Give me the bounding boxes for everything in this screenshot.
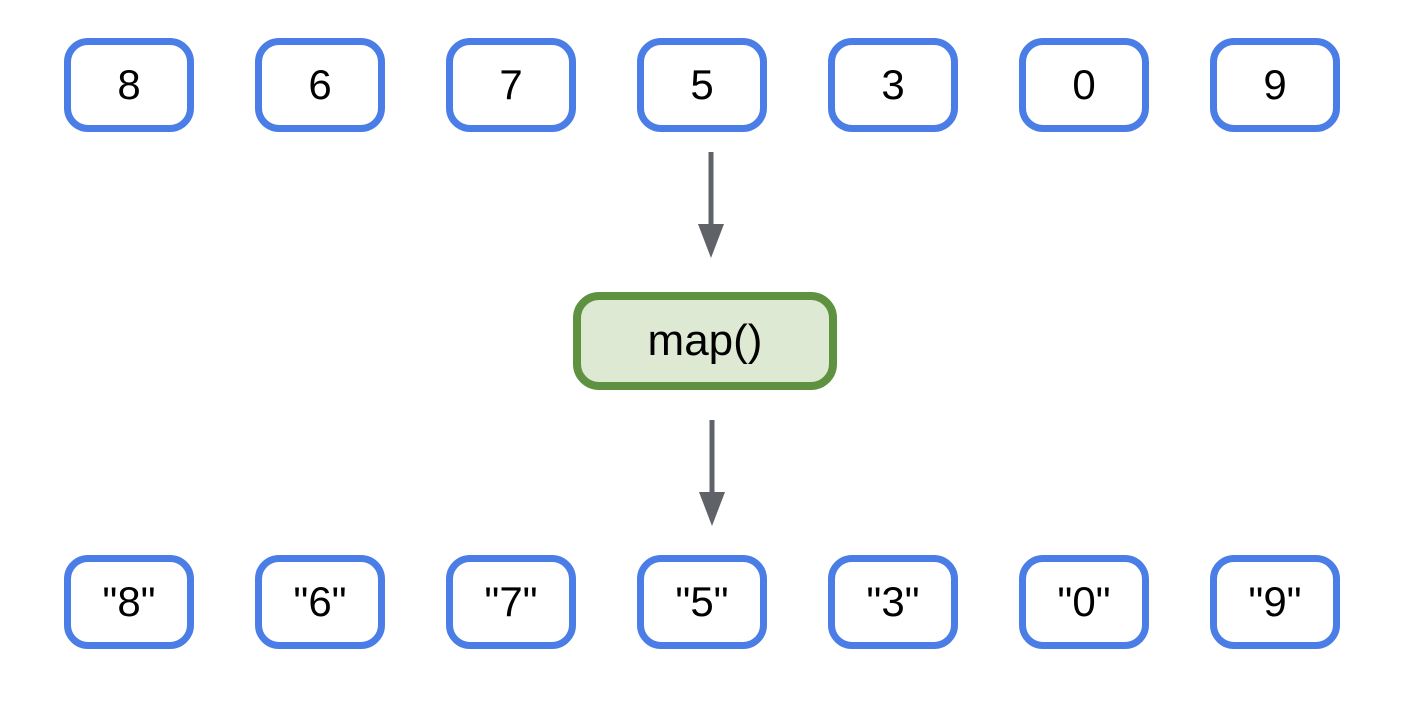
output-value-cell: "0" (1019, 555, 1149, 649)
output-value-cell: "9" (1210, 555, 1340, 649)
map-function-label: map() (647, 316, 763, 365)
input-value-cell: 5 (637, 38, 767, 132)
input-value-cell: 0 (1019, 38, 1149, 132)
output-value-cell: "5" (637, 555, 767, 649)
input-value-cell: 7 (446, 38, 576, 132)
down-arrow-icon (699, 420, 725, 526)
input-value-cell: 6 (255, 38, 385, 132)
input-values-row: 8 6 7 5 3 0 9 (64, 38, 1340, 132)
map-function-box: map() (573, 292, 837, 390)
down-arrow-icon (698, 152, 724, 258)
input-value-cell: 3 (828, 38, 958, 132)
input-value-cell: 9 (1210, 38, 1340, 132)
output-value-cell: "8" (64, 555, 194, 649)
input-value-cell: 8 (64, 38, 194, 132)
output-value-cell: "3" (828, 555, 958, 649)
output-value-cell: "6" (255, 555, 385, 649)
output-value-cell: "7" (446, 555, 576, 649)
output-values-row: "8" "6" "7" "5" "3" "0" "9" (64, 555, 1340, 649)
